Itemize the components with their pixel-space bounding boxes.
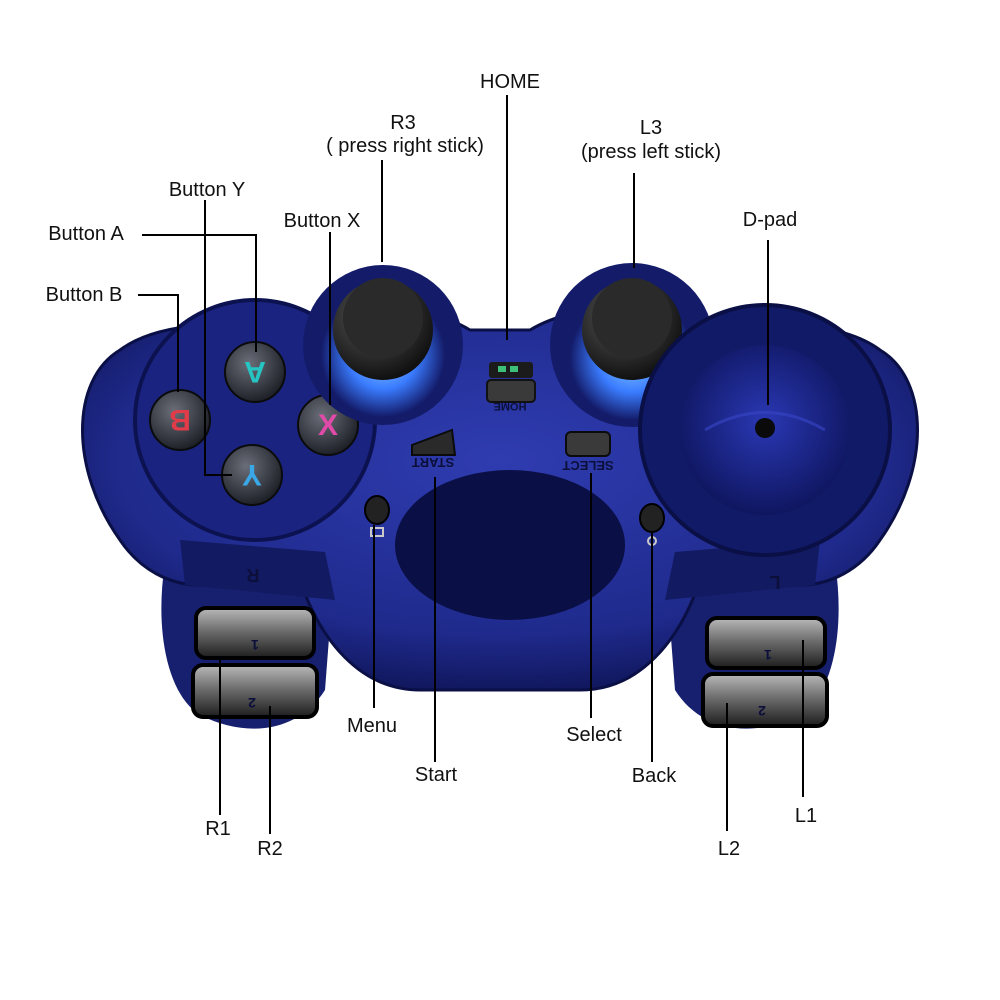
label-dpad: D-pad [743,209,797,231]
label-menu: Menu [347,715,397,737]
r1-trigger[interactable]: 1 [194,606,316,660]
l2-trigger[interactable]: 2 [701,672,829,728]
label-l1: L1 [795,805,817,827]
right-stick[interactable] [303,265,463,425]
l1-trigger[interactable]: 1 [705,616,827,670]
start-button[interactable] [411,428,457,456]
button-b-glyph: B [169,403,191,436]
l2-key-label: 2 [758,703,766,719]
label-l2: L2 [718,838,740,860]
label-l3: L3 [640,117,662,139]
button-y-glyph: Y [242,458,262,491]
button-a-glyph: A [244,355,266,388]
button-a[interactable]: A [224,341,286,403]
label-home: HOME [480,71,540,93]
label-l3-detail: (press left stick) [581,141,721,163]
select-embossed-label: SELECT [562,458,613,473]
label-button-y: Button Y [169,179,245,201]
center-panel [395,470,625,620]
r2-trigger[interactable]: 2 [191,663,319,719]
home-embossed-label: HOME [494,400,527,412]
label-start: Start [415,764,458,786]
home-button[interactable] [486,362,536,403]
dpad[interactable] [638,303,892,557]
label-select: Select [566,724,622,746]
r-shoulder-label: R [247,565,260,585]
button-y[interactable]: Y [221,444,283,506]
label-r1: R1 [205,818,231,840]
label-r3: R3 [390,112,416,134]
label-button-b: Button B [46,284,123,306]
leader-lines [138,95,804,834]
r1-key-label: 1 [251,637,259,653]
back-button[interactable] [639,503,665,546]
shoulder-band [180,540,335,600]
label-button-a: Button A [48,223,124,245]
menu-button[interactable] [364,495,390,537]
start-embossed-label: START [412,455,454,470]
label-r2: R2 [257,838,283,860]
l-shoulder-label: L [770,572,781,592]
label-button-x: Button X [284,210,361,232]
l1-key-label: 1 [764,647,772,663]
label-back: Back [632,765,677,787]
select-button[interactable] [565,431,611,457]
r2-key-label: 2 [248,695,256,711]
button-x-glyph: X [318,409,338,442]
label-r3-detail: ( press right stick) [326,135,484,157]
button-b[interactable]: B [149,389,211,451]
